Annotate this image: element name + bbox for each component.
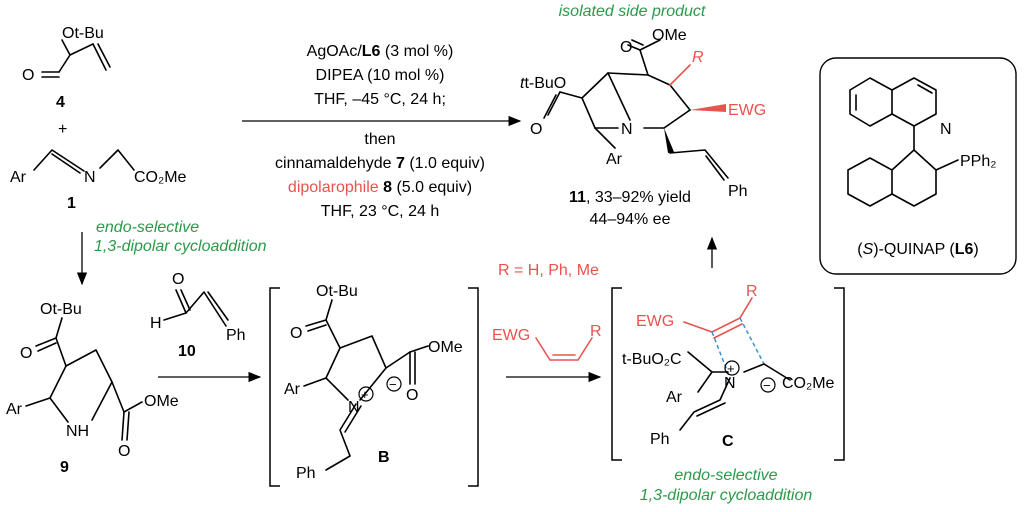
tsc-plus: + (727, 361, 735, 376)
pyrr-nh: NH (66, 423, 89, 440)
quinap-name: (S)-QUINAP (L6) (857, 241, 978, 258)
intb-n: N (348, 399, 360, 416)
product-ewg: EWG (728, 102, 766, 119)
aldehyde-o: O (172, 271, 184, 288)
product-11: isolated side product OMe O R tt-BuO O (520, 3, 766, 228)
tsc-ar: Ar (666, 389, 683, 406)
product-ar: Ar (606, 151, 623, 168)
product-r: R (692, 49, 704, 66)
pyrrolidine-9: Ot-Bu O Ar NH OMe O 9 (6, 301, 179, 476)
pyrr-ar: Ar (6, 401, 23, 418)
product-n: N (621, 121, 633, 138)
aldehyde-h: H (150, 315, 162, 332)
tsc-co2me: CO₂Me (782, 375, 835, 392)
pyrr-o: O (20, 345, 32, 362)
product-header: isolated side product (559, 3, 706, 20)
cyclo1-line1: endo-selective (96, 219, 199, 236)
rset-label: R = H, Ph, Me (498, 262, 599, 279)
plus-sign: + (58, 121, 67, 138)
compound-1-label: 1 (67, 195, 76, 212)
compound-10-label: 10 (178, 343, 196, 360)
acrylate-o-label: O (22, 67, 34, 84)
intb-minus: − (389, 377, 397, 392)
imine-ar-label: Ar (10, 169, 27, 186)
product-ph: Ph (728, 183, 748, 200)
imine-n-label: N (84, 169, 96, 186)
tsc-ewg: EWG (636, 313, 674, 330)
intb-ester: Ot-Bu (316, 283, 358, 300)
cond-line3: THF, –45 °C, 24 h; (314, 91, 446, 108)
tsc-n: N (724, 375, 736, 392)
quinap-pph2: PPh₂ (960, 153, 996, 170)
cond-line6: dipolarophile 8 (5.0 equiv) (288, 179, 472, 196)
tsc-minus: − (763, 378, 771, 393)
intb-ome: OMe (428, 339, 463, 356)
tsc-ph: Ph (650, 431, 670, 448)
product-ome: OMe (652, 27, 687, 44)
cond-line2: DIPEA (10 mol %) (316, 67, 445, 84)
product-o: O (620, 39, 632, 56)
pyrr-o2: O (118, 443, 130, 460)
tsc-ester: t-BuO₂C (622, 351, 682, 368)
intb-label: B (378, 449, 390, 466)
aldehyde-10: O H 10 Ph (150, 271, 246, 360)
dipolarophile: R = H, Ph, Me EWG R (492, 262, 602, 361)
tsc-r: R (746, 283, 758, 300)
acrylate-4: Ot-Bu O 4 + (22, 25, 111, 138)
product-o2: O (530, 121, 542, 138)
cond-line5: cinnamaldehyde 7 (1.0 equiv) (275, 155, 485, 172)
pyrr-ome: OMe (144, 393, 179, 410)
dipo-ewg: EWG (492, 327, 530, 344)
intb-o2: O (406, 387, 418, 404)
cond-line1: AgOAc/L6 (3 mol %) (307, 43, 454, 60)
product-ee: 44–94% ee (590, 211, 671, 228)
transition-state-c: EWG R t-BuO₂C Ar N + − CO₂Me Ph C endo-s… (611, 283, 845, 504)
intermediate-b: Ot-Bu O Ar N + − OMe O Ph B (269, 283, 479, 487)
compound-4-label: 4 (56, 94, 65, 111)
cond-line7: THF, 23 °C, 24 h (321, 203, 439, 220)
product-yield: 11, 33–92% yield (569, 189, 691, 206)
tsc-label: C (722, 433, 734, 450)
quinap-n: N (940, 121, 952, 138)
intb-ph: Ph (296, 465, 316, 482)
product-ester: tt-BuO (520, 75, 566, 92)
quinap-ligand: N PPh₂ (S)-QUINAP (L6) (819, 57, 1017, 275)
imine-ester-label: CO₂Me (134, 169, 187, 186)
intb-plus: + (361, 387, 369, 402)
dipo-r: R (590, 323, 602, 340)
cyclo2-line1: endo-selective (674, 467, 777, 484)
compound-9-label: 9 (60, 459, 69, 476)
pyrr-ester: Ot-Bu (40, 301, 82, 318)
cond-line4: then (364, 131, 395, 148)
intb-o: O (290, 325, 302, 342)
acrylate-ester-label: Ot-Bu (62, 25, 104, 42)
aldehyde-ph: Ph (226, 327, 246, 344)
imine-1: Ar N CO₂Me 1 (10, 149, 187, 212)
cyclo2-line2: 1,3-dipolar cycloaddition (640, 487, 813, 504)
intb-ar: Ar (284, 381, 301, 398)
cyclo1-line2: 1,3-dipolar cycloaddition (94, 238, 267, 255)
conditions: AgOAc/L6 (3 mol %) DIPEA (10 mol %) THF,… (275, 43, 485, 220)
